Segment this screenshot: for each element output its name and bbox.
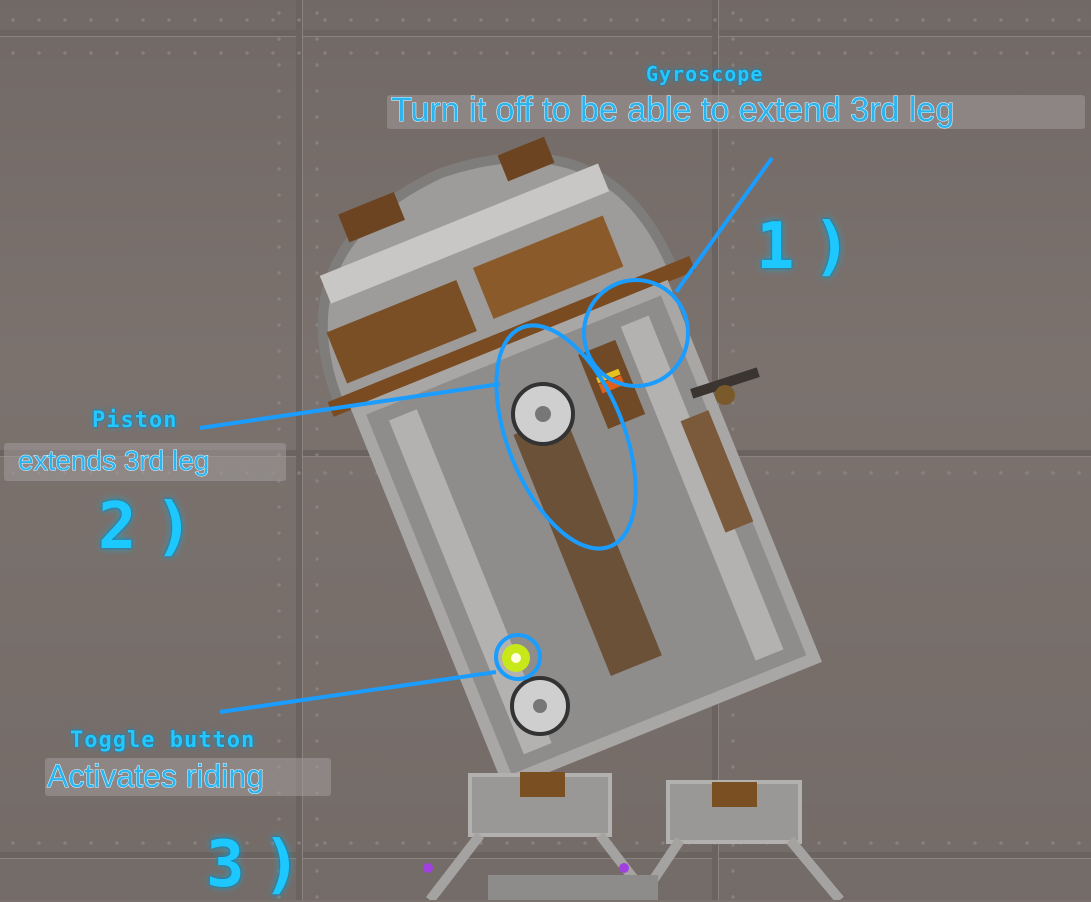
rivet-col — [314, 0, 320, 900]
toggle-button-title: Toggle button — [70, 728, 256, 753]
rivet-row — [0, 840, 1091, 846]
annotation-lines — [199, 156, 774, 714]
piston-description: extends 3rd leg — [4, 443, 286, 481]
gyroscope-title: Gyroscope — [646, 62, 764, 86]
piston-pointer-line — [199, 382, 501, 430]
wall-seam — [0, 852, 1091, 858]
rivet-row — [0, 50, 1091, 56]
annotation-number-2: 2) — [98, 490, 212, 564]
wall-seam — [0, 30, 1091, 36]
annotation-number-3: 3) — [206, 828, 320, 902]
rivet-row — [0, 17, 1091, 23]
toggle-button-description: Activates riding — [45, 758, 331, 796]
gyroscope-pointer-line — [674, 156, 774, 294]
toggle-button-highlight-circle — [494, 633, 542, 681]
piston-highlight-ellipse — [494, 323, 638, 551]
gyroscope-highlight-circle — [582, 278, 690, 388]
annotation-number-1: 1) — [756, 210, 870, 284]
toggle-button-pointer-line — [219, 670, 497, 714]
piston-title: Piston — [92, 408, 178, 433]
gyroscope-description: Turn it off to be able to extend 3rd leg — [387, 93, 1085, 129]
wall-seam — [296, 0, 302, 900]
